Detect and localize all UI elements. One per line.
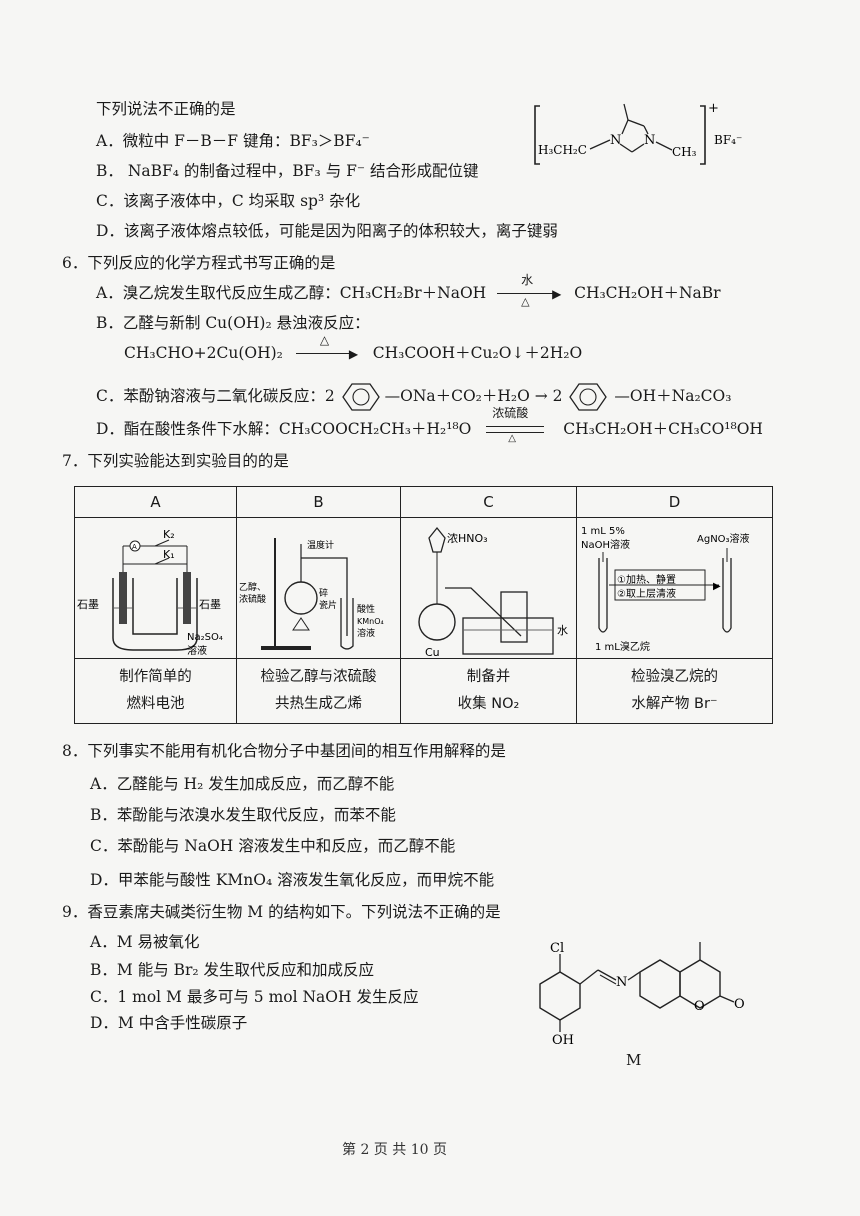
col-header-b: B — [236, 486, 401, 518]
hydrolysis-test-diagram: 1 mL 5% NaOH溶液 AgNO₃溶液 ①加热、静置 ②取上层清液 ▶ 1… — [576, 517, 773, 659]
svg-text:溶液: 溶液 — [357, 627, 375, 639]
col-header-d: D — [576, 486, 773, 518]
svg-text:Na₂SO₄: Na₂SO₄ — [187, 632, 223, 643]
caption-a: 制作简单的燃料电池 — [74, 658, 237, 724]
q6-option-b-equation: CH₃CHO+2Cu(OH)₂ △ ▶ CH₃COOH＋Cu₂O↓＋2H₂O — [124, 333, 583, 363]
reversible-arrow: 浓硫酸 △ — [486, 406, 548, 444]
q9-option-d: D．M 中含手性碳原子 — [90, 1014, 248, 1032]
svg-text:瓷片: 瓷片 — [319, 599, 337, 611]
svg-text:A: A — [132, 543, 137, 551]
svg-text:温度计: 温度计 — [307, 539, 334, 551]
benzene-ring-icon — [341, 383, 380, 411]
caption-c: 制备并收集 NO₂ — [400, 658, 577, 724]
ring-n2: N — [644, 133, 655, 148]
ethyl-group: H₃CH₂C — [538, 143, 587, 157]
q8-option-c: C．苯酚能与 NaOH 溶液发生中和反应，而乙醇不能 — [90, 837, 456, 855]
svg-text:N: N — [616, 975, 627, 990]
svg-text:1 mL溴乙烷: 1 mL溴乙烷 — [595, 640, 650, 653]
svg-text:石墨: 石墨 — [77, 598, 99, 611]
svg-text:浓HNO₃: 浓HNO₃ — [447, 532, 488, 545]
q5-option-b: B． NaBF₄ 的制备过程中，BF₃ 与 F⁻ 结合形成配位键 — [96, 162, 479, 180]
experiment-table: A B C D A K₂ K₁ 石墨 石墨 — [74, 486, 773, 724]
q8-option-b: B．苯酚能与浓溴水发生取代反应，而苯不能 — [90, 806, 396, 824]
svg-text:溶液: 溶液 — [187, 644, 207, 657]
svg-text:乙醇、: 乙醇、 — [239, 581, 266, 593]
svg-text:浓硫酸: 浓硫酸 — [239, 593, 266, 605]
ionic-liquid-structure: + BF₄⁻ H₃CH₂C N N CH₃ — [534, 101, 742, 165]
q6-option-a: A．溴乙烷发生取代反应生成乙醇：CH₃CH₂Br＋NaOH 水 ▶ △ CH₃C… — [96, 273, 721, 308]
svg-text:KMnO₄: KMnO₄ — [357, 617, 384, 626]
svg-text:K₁: K₁ — [163, 548, 175, 561]
q7-stem: 7．下列实验能达到实验目的的是 — [62, 452, 289, 470]
svg-text:水: 水 — [557, 624, 568, 637]
q9-option-c: C．1 mol M 最多可与 5 mol NaOH 发生反应 — [90, 988, 419, 1006]
caption-d: 检验溴乙烷的水解产物 Br⁻ — [576, 658, 773, 724]
svg-text:②取上层清液: ②取上层清液 — [617, 587, 676, 600]
svg-text:碎: 碎 — [319, 587, 328, 599]
cation-charge: + — [708, 101, 719, 116]
col-header-a: A — [74, 486, 237, 518]
q8-option-d: D．甲苯能与酸性 KMnO₄ 溶液发生氧化反应，而甲烷不能 — [90, 871, 495, 889]
q6-stem: 6．下列反应的化学方程式书写正确的是 — [62, 254, 336, 272]
anion-label: BF₄⁻ — [714, 133, 742, 147]
q9-stem: 9．香豆素席夫碱类衍生物 M 的结构如下。下列说法不正确的是 — [62, 903, 501, 921]
svg-text:O: O — [694, 999, 705, 1014]
svg-text:NaOH溶液: NaOH溶液 — [581, 538, 630, 551]
no2-collection-diagram: 浓HNO₃ 水 Cu — [400, 517, 577, 659]
svg-text:▶: ▶ — [713, 581, 721, 592]
svg-text:酸性: 酸性 — [357, 603, 375, 615]
reaction-arrow: △ ▶ — [295, 333, 360, 363]
q9-option-a: A．M 易被氧化 — [90, 933, 200, 951]
fuel-cell-diagram: A K₂ K₁ 石墨 石墨 Na₂SO₄ 溶液 — [74, 517, 237, 659]
q6-option-c: C．苯酚钠溶液与二氧化碳反应：2 —ONa＋CO₂＋H₂O → 2 —OH＋Na… — [96, 382, 731, 412]
col-header-c: C — [400, 486, 577, 518]
methyl-group: CH₃ — [672, 145, 697, 159]
benzene-ring-icon — [569, 383, 608, 411]
svg-text:Cu: Cu — [425, 646, 440, 658]
compound-m-structure: Cl OH N O O — [539, 941, 745, 1048]
q6-a-text: A．溴乙烷发生取代反应生成乙醇：CH₃CH₂Br＋NaOH — [96, 284, 487, 302]
q6-option-d: D．酯在酸性条件下水解：CH₃COOCH₂CH₃＋H₂¹⁸O 浓硫酸 △ CH₃… — [96, 406, 763, 444]
svg-text:K₂: K₂ — [163, 528, 175, 541]
svg-text:Cl: Cl — [550, 941, 564, 956]
q6-option-b-title: B．乙醛与新制 Cu(OH)₂ 悬浊液反应： — [96, 314, 370, 332]
page-number: 第 2 页 共 10 页 — [342, 1142, 447, 1158]
svg-text:AgNO₃溶液: AgNO₃溶液 — [697, 532, 750, 545]
svg-text:①加热、静置: ①加热、静置 — [617, 573, 676, 586]
q5-option-c: C．该离子液体中，C 均采取 sp³ 杂化 — [96, 192, 361, 210]
compound-m-label: M — [626, 1051, 642, 1069]
svg-text:石墨: 石墨 — [199, 598, 221, 611]
q5-option-d: D．该离子液体熔点较低，可能是因为阳离子的体积较大，离子键弱 — [96, 222, 558, 240]
ethylene-test-diagram: 温度计 乙醇、 浓硫酸 碎 瓷片 酸性 KMnO₄ 溶液 — [236, 517, 401, 659]
svg-text:O: O — [734, 997, 745, 1012]
q5-option-a: A．微粒中 F－B－F 键角：BF₃＞BF₄⁻ — [96, 132, 370, 150]
q5-stem: 下列说法不正确的是 — [96, 100, 236, 118]
q8-option-a: A．乙醛能与 H₂ 发生加成反应，而乙醇不能 — [90, 775, 395, 793]
q9-option-b: B．M 能与 Br₂ 发生取代反应和加成反应 — [90, 961, 375, 979]
svg-text:OH: OH — [552, 1033, 574, 1048]
q8-stem: 8．下列事实不能用有机化合物分子中基团间的相互作用解释的是 — [62, 742, 506, 760]
q6-a-product: CH₃CH₂OH＋NaBr — [574, 284, 721, 302]
ring-n1: N — [610, 133, 621, 148]
reaction-arrow: 水 ▶ △ — [497, 273, 563, 308]
caption-b: 检验乙醇与浓硫酸共热生成乙烯 — [236, 658, 401, 724]
svg-text:1 mL 5%: 1 mL 5% — [581, 526, 625, 537]
ammeter-icon — [129, 540, 141, 552]
